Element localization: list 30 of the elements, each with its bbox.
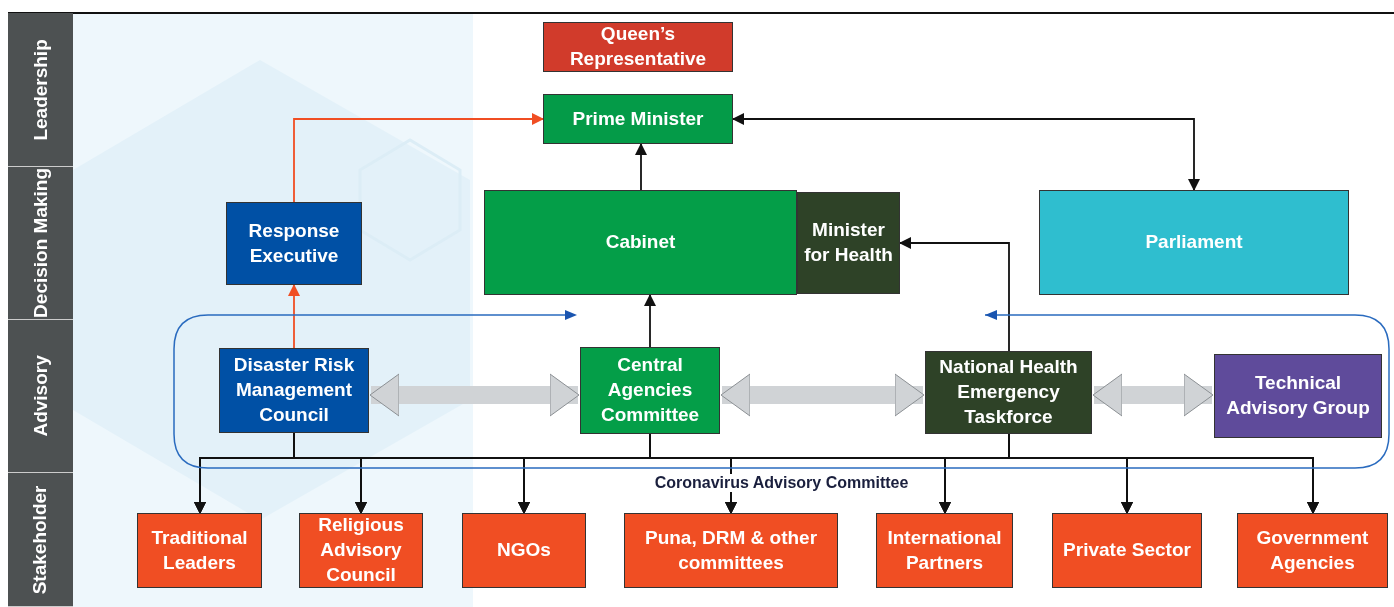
process-box: Technical Advisory Group: [1214, 354, 1382, 438]
process-box: Minister for Health: [797, 192, 900, 294]
lane-label: Advisory: [8, 320, 73, 473]
arrow: [732, 113, 1200, 191]
lane-label: Decision Making: [8, 167, 73, 320]
process-box: Central Agencies Committee: [580, 347, 720, 434]
arrow: [293, 113, 544, 203]
process-box: Private Sector: [1052, 513, 1202, 588]
arrow: [635, 143, 647, 191]
process-box: Response Executive: [226, 202, 362, 285]
process-box: Parliament: [1039, 190, 1349, 295]
double-block-arrow: [369, 373, 580, 417]
double-block-arrow: [720, 373, 925, 417]
process-box: NGOs: [462, 513, 586, 588]
process-box: Queen’s Representative: [543, 22, 733, 72]
process-box: Disaster Risk Management Council: [219, 348, 369, 433]
arrow: [288, 284, 300, 349]
arrow: [644, 294, 656, 348]
lane-label: Stakeholder: [8, 473, 73, 607]
arrow: [899, 237, 1010, 352]
process-box: Prime Minister: [543, 94, 733, 144]
process-box: Religious Advisory Council: [299, 513, 423, 588]
process-box: Traditional Leaders: [137, 513, 262, 588]
process-box: International Partners: [876, 513, 1013, 588]
lane-label: Leadership: [8, 13, 73, 167]
double-block-arrow: [1092, 373, 1214, 417]
process-box: Puna, DRM & other committees: [624, 513, 838, 588]
process-box: Cabinet: [484, 190, 797, 295]
process-box: Government Agencies: [1237, 513, 1388, 588]
process-box: National Health Emergency Taskforce: [925, 351, 1092, 434]
